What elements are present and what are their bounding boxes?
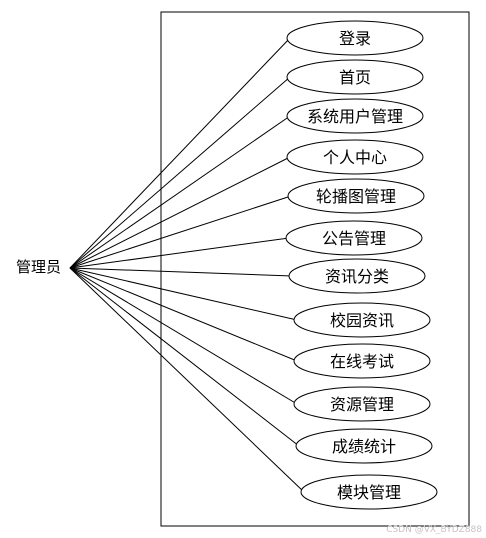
watermark: CSDN @VX_BYDZ888 <box>386 525 482 535</box>
use-case-label: 登录 <box>339 29 371 48</box>
use-case-ellipse <box>286 98 424 134</box>
system-boundary <box>160 11 470 527</box>
use-case: 公告管理 <box>285 220 423 256</box>
use-case-label: 公告管理 <box>322 229 386 248</box>
use-case-ellipse <box>286 59 424 95</box>
use-case-ellipse <box>288 258 426 294</box>
association-line <box>69 267 293 277</box>
use-case-label: 资讯分类 <box>325 267 389 286</box>
association-line <box>69 267 305 493</box>
use-case: 模块管理 <box>300 474 438 510</box>
use-case-label: 首页 <box>339 68 371 87</box>
association-line <box>69 37 291 269</box>
use-case-label: 模块管理 <box>337 483 401 502</box>
use-case: 首页 <box>286 59 424 95</box>
association-line <box>69 267 298 362</box>
use-case: 成绩统计 <box>295 428 433 464</box>
association-line <box>69 237 290 269</box>
use-case-label: 在线考试 <box>330 352 394 371</box>
use-case-ellipse <box>293 302 431 338</box>
use-case-ellipse <box>293 343 431 379</box>
use-case: 在线考试 <box>293 343 431 379</box>
use-case-label: 校园资讯 <box>330 311 394 330</box>
use-case-label: 轮播图管理 <box>316 187 396 206</box>
use-case-label: 个人中心 <box>323 148 387 167</box>
association-line <box>69 267 298 321</box>
association-line <box>69 267 300 447</box>
use-case: 资源管理 <box>293 386 431 422</box>
use-case-ellipse <box>287 178 425 214</box>
association-line <box>69 76 291 269</box>
use-case-group: 登录首页系统用户管理个人中心轮播图管理公告管理资讯分类校园资讯在线考试资源管理成… <box>285 20 438 510</box>
use-case: 资讯分类 <box>288 258 426 294</box>
use-case: 个人中心 <box>286 139 424 175</box>
use-case-ellipse <box>295 428 433 464</box>
association-line <box>69 195 292 269</box>
use-case: 登录 <box>286 20 424 56</box>
use-case-ellipse <box>293 386 431 422</box>
use-case-label: 系统用户管理 <box>307 107 403 126</box>
association-line <box>69 115 291 269</box>
actor-label: 管理员 <box>16 258 62 276</box>
use-case-ellipse <box>285 220 423 256</box>
use-case-ellipse <box>300 474 438 510</box>
association-line <box>69 156 291 269</box>
use-case-ellipse <box>286 139 424 175</box>
use-case-label: 成绩统计 <box>332 437 396 456</box>
use-case-ellipse <box>286 20 424 56</box>
use-case-label: 资源管理 <box>330 395 394 414</box>
use-case: 校园资讯 <box>293 302 431 338</box>
use-case: 系统用户管理 <box>286 98 424 134</box>
use-case: 轮播图管理 <box>287 178 425 214</box>
association-line <box>69 267 298 405</box>
association-lines <box>69 37 305 493</box>
